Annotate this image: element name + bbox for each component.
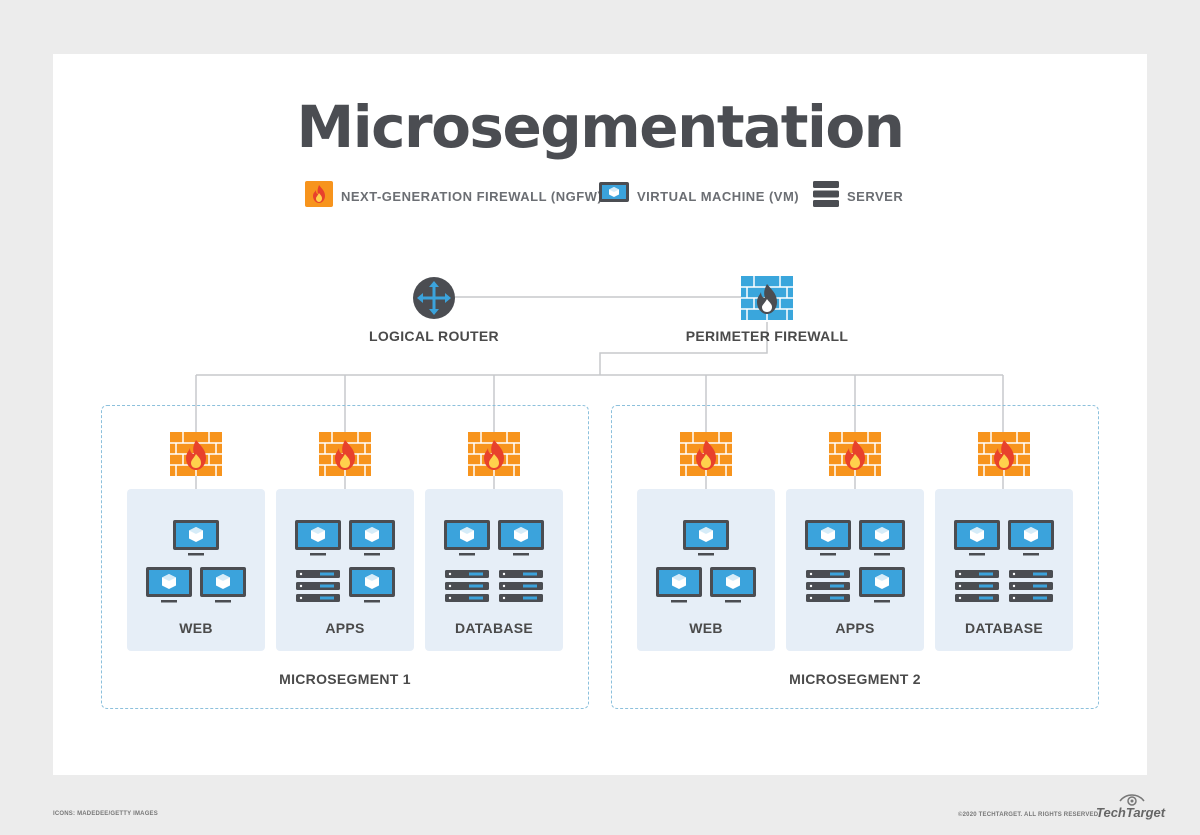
tier-box-database: DATABASE (425, 489, 563, 651)
virtual-machine-icon (498, 520, 544, 563)
tier-label: WEB (689, 620, 723, 636)
techtarget-eye-icon (1118, 793, 1146, 812)
microsegment-2 (611, 405, 1099, 709)
virtual-machine-icon (444, 520, 490, 563)
ngfw-icon (170, 432, 222, 476)
tier-label: WEB (179, 620, 213, 636)
virtual-machine-icon (859, 567, 905, 610)
icon-credit: ICONS: MADEDEE/GETTY IMAGES (53, 811, 158, 817)
brand-logo-text: TechTarget (1096, 805, 1166, 820)
legend-ngfw: NEXT-GENERATION FIREWALL (NGFW) (305, 180, 603, 212)
tier-box-web: WEB (637, 489, 775, 651)
legend-vm: VIRTUAL MACHINE (VM) (599, 181, 800, 211)
server-icon (1009, 570, 1053, 607)
microsegment-1 (101, 405, 589, 709)
legend-label-vm: VIRTUAL MACHINE (VM) (637, 188, 800, 204)
server-icon (806, 570, 850, 607)
virtual-machine-icon (349, 520, 395, 563)
legend-label-ngfw: NEXT-GENERATION FIREWALL (NGFW) (341, 188, 603, 204)
ngfw-icon (978, 432, 1030, 476)
virtual-machine-icon (954, 520, 1000, 563)
tier-box-web: WEB (127, 489, 265, 651)
server-icon (955, 570, 999, 607)
microsegment-2-label: MICROSEGMENT 2 (789, 671, 921, 687)
virtual-machine-icon (859, 520, 905, 563)
virtual-machine-icon (349, 567, 395, 610)
diagram-card (53, 54, 1147, 775)
virtual-machine-icon (295, 520, 341, 563)
server-icon (499, 570, 543, 607)
flame-firewall-icon (305, 180, 333, 212)
server-icon (813, 180, 839, 212)
tier-label: DATABASE (964, 620, 1044, 636)
ngfw-icon (829, 432, 881, 476)
tier-label: APPS (835, 620, 875, 636)
page-title: Microsegmentation (296, 93, 905, 161)
virtual-machine-icon (656, 567, 702, 610)
tier-label: DATABASE (454, 620, 534, 636)
virtual-machine-icon (599, 181, 629, 211)
microsegment-1-label: MICROSEGMENT 1 (279, 671, 411, 687)
ngfw-icon (680, 432, 732, 476)
virtual-machine-icon (1008, 520, 1054, 563)
router-arrows-icon (412, 276, 456, 325)
legend-server: SERVER (813, 180, 904, 212)
virtual-machine-icon (710, 567, 756, 610)
legend-label-server: SERVER (847, 188, 904, 204)
perimeter-firewall-icon (741, 276, 793, 325)
server-icon (445, 570, 489, 607)
copyright-notice: ©2020 TECHTARGET. ALL RIGHTS RESERVED (958, 812, 1099, 818)
server-icon (296, 570, 340, 607)
tier-box-apps: APPS (786, 489, 924, 651)
virtual-machine-icon (683, 520, 729, 563)
virtual-machine-icon (146, 567, 192, 610)
virtual-machine-icon (173, 520, 219, 563)
virtual-machine-icon (805, 520, 851, 563)
ngfw-icon (468, 432, 520, 476)
router-label: LOGICAL ROUTER (369, 328, 499, 344)
tier-box-apps: APPS (276, 489, 414, 651)
tier-label: APPS (325, 620, 365, 636)
ngfw-icon (319, 432, 371, 476)
virtual-machine-icon (200, 567, 246, 610)
tier-box-database: DATABASE (935, 489, 1073, 651)
perimeter-firewall-label: PERIMETER FIREWALL (685, 328, 849, 344)
